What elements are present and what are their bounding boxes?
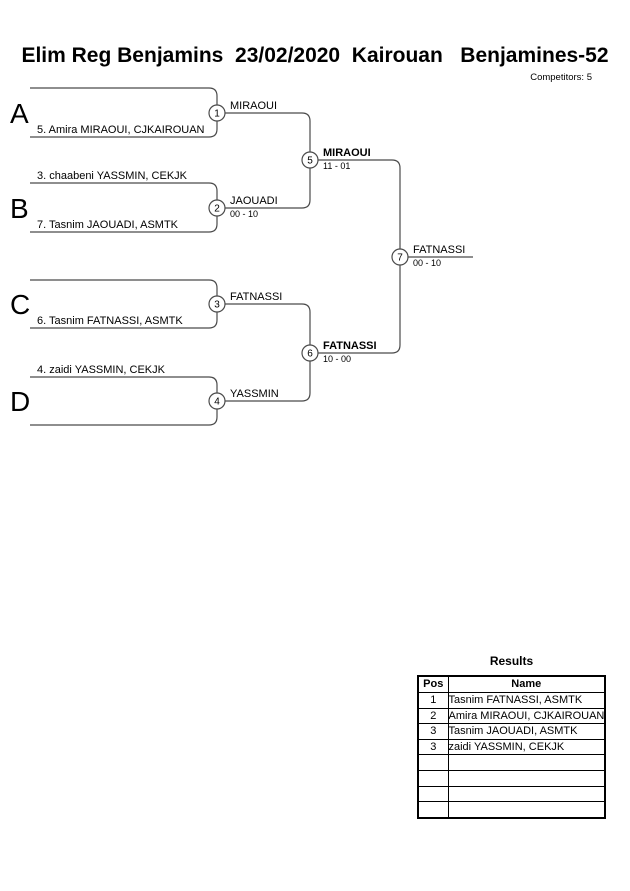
result-pos: 3 [417,738,449,756]
group-label-c: C [10,289,30,320]
results-row-5 [417,754,606,771]
results-header-row: Pos Name [417,675,606,693]
result-name [447,754,606,771]
bracket-line-a-bottom [30,121,218,138]
match-number-7: 7 [397,253,403,264]
competitors-count: Competitors: 5 [530,72,592,83]
match-number-3: 3 [214,300,220,311]
match-winner-7: FATNASSI [413,244,465,256]
connector-match1-to-match5 [225,112,311,152]
result-pos [417,754,449,771]
match-number-5: 5 [307,156,313,167]
bracket-line-a-top [30,87,218,105]
results-row-8 [417,801,606,819]
competitor-name: 5. Amira MIRAOUI, CJKAIROUAN [37,124,205,136]
match-node-5 [301,151,319,169]
result-pos [417,785,449,803]
connector-match3-to-match6 [225,303,311,345]
match-winner-3: FATNASSI [230,291,282,303]
competitor-name: 3. chaabeni YASSMIN, CEKJK [37,170,188,182]
match-node-2 [208,199,226,217]
results-col-pos: Pos [417,675,449,693]
bracket-line-c-top [30,279,218,296]
result-pos [417,801,449,819]
results-row-6 [417,769,606,787]
match-winner-5: MIRAOUI [323,147,371,159]
results-table: Pos Name 1 Tasnim FATNASSI, ASMTK 2 Amir… [417,675,606,819]
bracket-line-d-top [30,376,218,393]
connector-match2-to-match5 [225,168,311,209]
match-node-1 [208,104,226,122]
group-label-d: D [10,386,30,417]
result-name: Tasnim FATNASSI, ASMTK [447,692,606,709]
result-name: zaidi YASSMIN, CEKJK [447,738,606,756]
result-name [447,769,606,787]
result-pos: 3 [417,723,449,740]
results-row-3: 3 Tasnim JAOUADI, ASMTK [417,723,606,740]
group-label-a: A [10,98,29,129]
page-title: Elim Reg Benjamins 23/02/2020 Kairouan B… [21,44,609,67]
results-row-2: 2 Amira MIRAOUI, CJKAIROUAN [417,707,606,725]
results-title: Results [489,654,534,668]
match-score-6: 10 - 00 [323,354,351,364]
match-node-3 [208,295,226,313]
competitor-name: 6. Tasnim FATNASSI, ASMTK [37,315,183,327]
results-col-name: Name [447,675,606,693]
match-winner-2: JAOUADI [230,195,278,207]
match-score-2: 00 - 10 [230,209,258,219]
match-node-4 [208,392,226,410]
match-node-6 [301,344,319,362]
result-pos: 2 [417,707,449,725]
results-row-4: 3 zaidi YASSMIN, CEKJK [417,738,606,756]
bracket-line-c-bottom [30,312,218,329]
competitor-name: 4. zaidi YASSMIN, CEKJK [37,364,166,376]
results-row-1: 1 Tasnim FATNASSI, ASMTK [417,692,606,709]
match-number-1: 1 [214,109,220,120]
connector-match4-to-match6 [225,361,311,402]
match-number-4: 4 [214,397,220,408]
result-pos: 1 [417,692,449,709]
bracket-line-b-top [30,182,218,200]
match-score-7: 00 - 10 [413,258,441,268]
result-pos [417,769,449,787]
results-row-7 [417,785,606,803]
competitor-name: 7. Tasnim JAOUADI, ASMTK [37,219,179,231]
result-name [447,785,606,803]
result-name: Amira MIRAOUI, CJKAIROUAN [447,707,606,725]
results-section: Results Pos Name 1 Tasnim FATNASSI, ASMT… [417,654,606,819]
connector-match6-to-match7 [318,265,401,354]
match-winner-4: YASSMIN [230,388,279,400]
match-node-7 [391,248,409,266]
match-winner-1: MIRAOUI [230,100,277,112]
result-name [447,801,606,819]
match-score-5: 11 - 01 [323,161,350,171]
bracket-diagram: A B C D 5. Amira MIRAOUI, CJKAIROUAN 3. … [10,87,473,426]
match-number-2: 2 [214,204,220,215]
bracket-line-d-bottom [30,409,218,426]
connector-match5-to-match7 [318,159,401,249]
group-label-b: B [10,193,29,224]
result-name: Tasnim JAOUADI, ASMTK [447,723,606,740]
bracket-line-b-bottom [30,216,218,233]
match-number-6: 6 [307,349,313,360]
match-winner-6: FATNASSI [323,340,377,352]
